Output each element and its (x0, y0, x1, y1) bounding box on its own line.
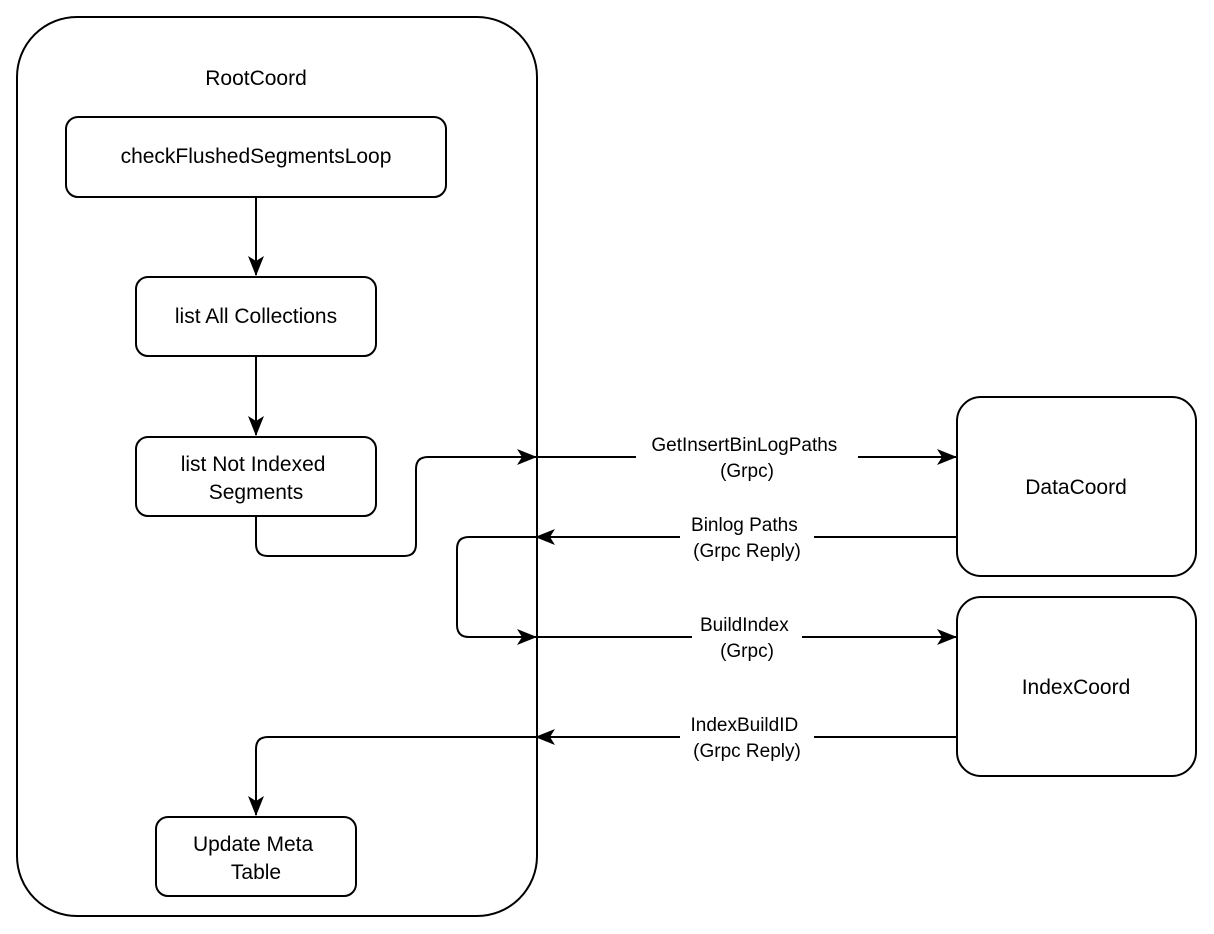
svg-text:IndexCoord: IndexCoord (1022, 676, 1131, 699)
edge-label-binlog-paths: Binlog Paths (Grpc Reply) (680, 512, 814, 564)
node-label-line: DataCoord (1025, 476, 1127, 499)
edge-label-build-index: BuildIndex (Grpc) (692, 612, 802, 664)
edge-boundary-to-update-meta (248, 736, 536, 816)
node-label-line: list All Collections (175, 305, 337, 328)
node-label-line: Update Meta (193, 833, 314, 856)
node-datacoord: DataCoord (956, 396, 1197, 577)
svg-text:BuildIndex (Grpc): BuildIndex (Grpc) (700, 615, 794, 662)
edge-label-line: IndexBuildID (690, 715, 798, 736)
svg-text:GetInsertBinLogPaths (Gr: GetInsertBinLogPaths (Grpc) (651, 435, 842, 482)
edge-label-line: (Grpc) (720, 461, 774, 482)
rootcoord-title: RootCoord (205, 67, 307, 90)
svg-text:list All Collections: list All Collections (175, 305, 337, 328)
svg-text:Binlog Paths (Grpc Reply: Binlog Paths (Grpc Reply) (691, 515, 803, 562)
edge-label-line: (Grpc Reply) (693, 741, 801, 762)
edge-label-line: BuildIndex (700, 615, 789, 636)
edge-label-line: (Grpc Reply) (693, 541, 801, 562)
node-label-line: Table (231, 861, 281, 884)
node-label-line: checkFlushedSegmentsLoop (121, 145, 392, 168)
node-label-line: IndexCoord (1022, 676, 1131, 699)
svg-text:IndexBuildID (Grpc Reply: IndexBuildID (Grpc Reply) (690, 715, 803, 762)
node-list-all-collections: list All Collections (135, 276, 377, 357)
edge-binlog-loop-to-build (456, 536, 537, 645)
svg-text:list Not Indexed Segment: list Not Indexed Segments (181, 453, 332, 504)
node-check-flushed-segments-loop: checkFlushedSegmentsLoop (65, 116, 447, 198)
node-update-meta-table: Update Meta Table (155, 816, 357, 897)
edge-label-line: GetInsertBinLogPaths (651, 435, 837, 456)
node-list-not-indexed-segments: list Not Indexed Segments (135, 436, 377, 517)
node-label-line: list Not Indexed (181, 453, 326, 476)
edge-label-index-build-id: IndexBuildID (Grpc Reply) (680, 712, 814, 764)
svg-text:Update Meta Table: Update Meta Table (193, 833, 319, 884)
edge-label-get-insert-binlog-paths: GetInsertBinLogPaths (Grpc) (636, 432, 858, 484)
node-label-line: Segments (209, 481, 304, 504)
edge-label-line: (Grpc) (720, 641, 774, 662)
node-indexcoord: IndexCoord (956, 596, 1197, 777)
edge-not-indexed-to-boundary (255, 449, 537, 557)
edge-label-line: Binlog Paths (691, 515, 798, 536)
svg-text:DataCoord: DataCoord (1025, 476, 1127, 499)
svg-text:checkFlushedSegmentsLoop: checkFlushedSegmentsLoop (121, 145, 392, 168)
